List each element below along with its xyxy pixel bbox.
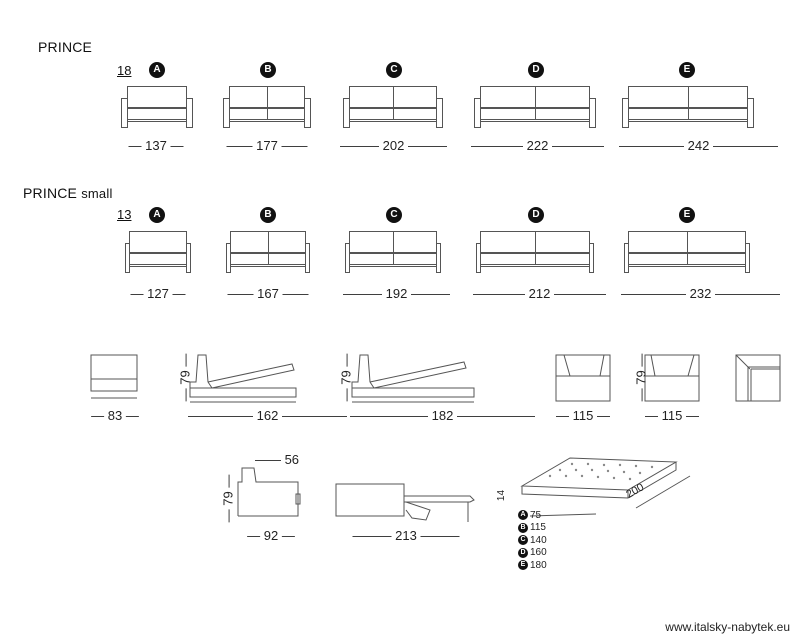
- corner-width-1: — 115 —: [556, 408, 610, 423]
- small-width-e: ————— 232 —————: [621, 286, 780, 301]
- prince-title: PRINCE: [38, 39, 93, 55]
- bed-side-2: [351, 354, 475, 403]
- module-drawings: [90, 354, 781, 403]
- bed-open-width-1: ————— 162 —————: [188, 408, 347, 423]
- prince-width-a: — 137 —: [128, 138, 184, 153]
- mattress-drawing: [520, 457, 691, 517]
- bed-side-1: [189, 354, 297, 403]
- bed-height-2: — 79 —: [338, 353, 354, 402]
- side-view-drawings: [237, 467, 475, 522]
- small-badge-b: B: [260, 207, 276, 223]
- small-badge-c: C: [386, 207, 402, 223]
- small-badge-a: A: [149, 207, 165, 223]
- mattress-badge-a: A: [518, 510, 528, 521]
- prince-badge-c: C: [386, 62, 402, 78]
- prince-small-arm-width: 13: [117, 207, 132, 222]
- prince-width-b: —— 177 ——: [226, 138, 308, 153]
- prince-sofa-b: [223, 86, 311, 128]
- prince-badge-e: E: [679, 62, 695, 78]
- corner-height: — 79 —: [633, 353, 649, 402]
- prince-sofa-a: [121, 86, 193, 128]
- armless-module: [90, 354, 138, 399]
- corner-top-view: [735, 354, 781, 402]
- mattress-thickness: 14: [496, 489, 508, 502]
- prince-sofa-c: [343, 86, 443, 128]
- side-height: — 79 —: [220, 474, 236, 523]
- mattress-badge-c: C: [518, 535, 528, 546]
- small-sofa-b: [226, 231, 310, 273]
- corner-module-1: [555, 354, 611, 402]
- prince-width-e: ————— 242 —————: [619, 138, 778, 153]
- bed-height-1: — 79 —: [177, 353, 193, 402]
- small-sofa-e: [624, 231, 750, 273]
- small-width-d: ———— 212 ————: [473, 286, 606, 301]
- corner-width-2: — 115 —: [645, 408, 699, 423]
- sofa-side-open: [335, 483, 475, 522]
- small-sofa-a: [125, 231, 191, 273]
- prince-arm-width: 18: [117, 63, 132, 78]
- prince-small-title: PRINCE small: [23, 185, 113, 201]
- mattress-badge-b: B: [518, 522, 528, 533]
- mattress-badge-e: E: [518, 560, 528, 571]
- prince-badge-a: A: [149, 62, 165, 78]
- prince-badge-b: B: [260, 62, 276, 78]
- bed-open-width-2: —————— 182 ——————: [350, 408, 535, 423]
- footer-url[interactable]: www.italsky-nabytek.eu: [665, 620, 790, 634]
- prince-sofa-e: [622, 86, 754, 128]
- armless-width: — 83 —: [91, 408, 139, 423]
- small-width-a: — 127 —: [130, 286, 186, 301]
- prince-width-d: ———— 222 ————: [471, 138, 604, 153]
- small-width-c: ——— 192 ———: [343, 286, 450, 301]
- mattress-badge-d: D: [518, 547, 528, 558]
- small-badge-d: D: [528, 207, 544, 223]
- side-depth-top: —— 56: [254, 452, 300, 467]
- side-depth: — 92 —: [247, 528, 295, 543]
- prince-badge-d: D: [528, 62, 544, 78]
- sofa-side-closed: [237, 467, 301, 517]
- prince-sofa-d: [474, 86, 596, 128]
- small-sofa-c: [345, 231, 441, 273]
- open-length: ——— 213 ———: [352, 528, 460, 543]
- small-badge-e: E: [679, 207, 695, 223]
- small-width-b: —— 167 ——: [227, 286, 309, 301]
- small-sofa-d: [476, 231, 594, 273]
- prince-width-c: ——— 202 ———: [340, 138, 447, 153]
- corner-module-2: [644, 354, 700, 402]
